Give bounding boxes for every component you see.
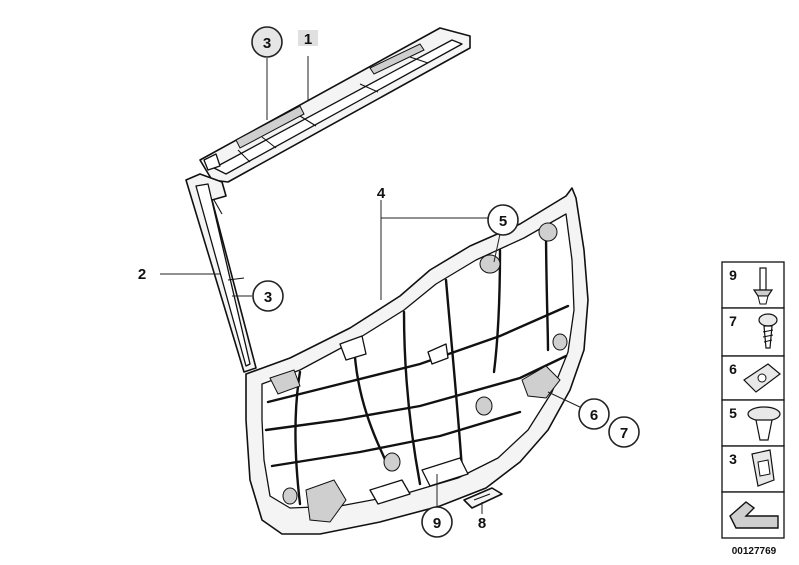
push-rivet-icon <box>752 267 774 305</box>
clip-nut-icon <box>743 363 781 393</box>
callout-3-side: 3 <box>252 280 284 312</box>
callout-label: 3 <box>264 289 272 306</box>
legend-item-9[interactable]: 9 <box>721 261 785 309</box>
callout-label: 2 <box>138 266 146 283</box>
legend-number: 3 <box>729 451 737 467</box>
upper-trim-strip[interactable] <box>199 27 471 183</box>
tailgate-lining-panel[interactable] <box>245 187 589 535</box>
legend-item-3[interactable]: 3 <box>721 445 785 493</box>
legend-item-7[interactable]: 7 <box>721 307 785 357</box>
side-trim-strip[interactable] <box>185 173 257 373</box>
callout-3-top: 3 <box>251 26 283 58</box>
clip-icon <box>751 449 775 487</box>
callout-label: 6 <box>590 407 598 424</box>
expanding-rivet-icon <box>747 406 781 441</box>
callout-label: 5 <box>499 213 507 230</box>
callout-label: 3 <box>263 35 271 52</box>
callout-label: 8 <box>478 515 486 532</box>
legend-item-profile[interactable] <box>721 491 785 539</box>
trim-profile-icon <box>729 501 779 529</box>
screw-icon <box>758 313 778 349</box>
legend-number: 6 <box>729 361 737 377</box>
fastener-legend: 9 7 6 <box>721 261 785 539</box>
legend-item-6[interactable]: 6 <box>721 355 785 401</box>
handle-cover-part[interactable] <box>463 487 503 509</box>
callout-2: 2 <box>138 266 146 283</box>
legend-number: 9 <box>729 267 737 283</box>
callout-label: 9 <box>433 515 441 532</box>
callout-7: 7 <box>608 416 640 448</box>
callout-9: 9 <box>421 506 453 538</box>
callout-label: 1 <box>304 31 312 48</box>
legend-number: 7 <box>729 313 737 329</box>
leader-lines <box>160 56 583 514</box>
callout-label: 4 <box>377 185 386 202</box>
callout-6: 6 <box>578 398 610 430</box>
callout-4: 4 <box>377 185 386 202</box>
legend-item-5[interactable]: 5 <box>721 399 785 447</box>
callout-5: 5 <box>487 204 519 236</box>
callout-1: 1 <box>298 30 318 48</box>
legend-number: 5 <box>729 405 737 421</box>
callout-label: 7 <box>620 425 628 442</box>
callout-8: 8 <box>478 515 486 532</box>
reference-number: 00127769 <box>732 546 777 557</box>
